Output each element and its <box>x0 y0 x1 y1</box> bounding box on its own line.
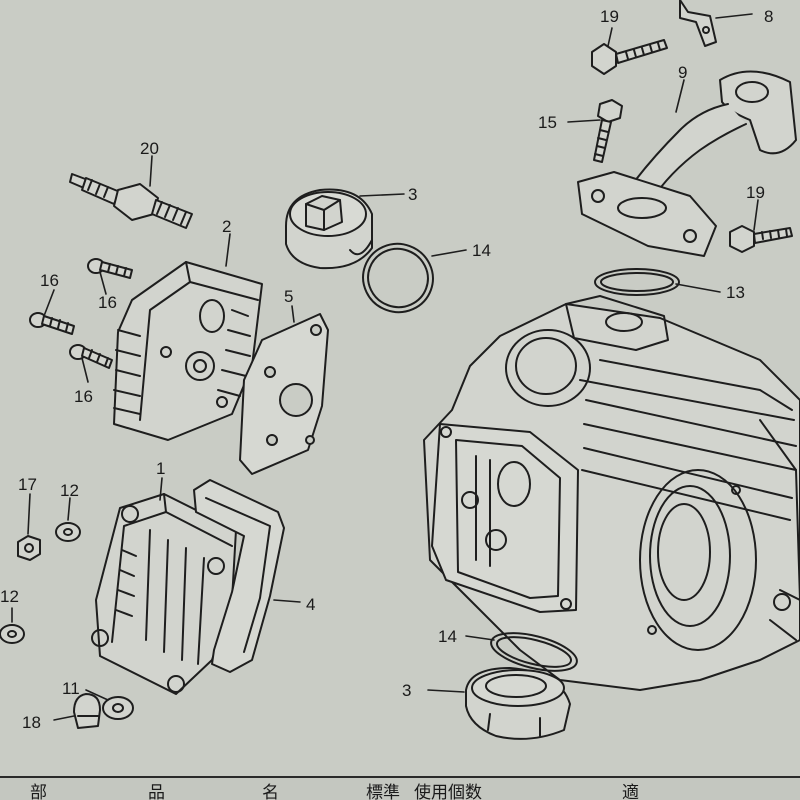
flange-bolt <box>591 39 668 75</box>
head-gasket <box>193 479 285 673</box>
part-number-label: 16 <box>40 271 59 290</box>
engine-block <box>423 295 800 691</box>
bolt <box>29 312 75 335</box>
o-ring <box>362 242 434 314</box>
part-number-label: 3 <box>408 185 417 204</box>
part-number-label: 11 <box>62 679 80 698</box>
part-number-label: 14 <box>438 627 457 646</box>
intake-pipe <box>577 70 797 257</box>
column-header: 部 <box>30 783 47 800</box>
bolt <box>69 344 113 369</box>
spark-plug <box>69 173 193 229</box>
part-labels: 19 8 9 15 20 3 19 2 14 13 16 16 5 16 17 … <box>0 7 773 732</box>
part-number-label: 19 <box>600 7 619 26</box>
part-number-label: 13 <box>726 283 745 302</box>
part-number-label: 14 <box>472 241 491 260</box>
o-ring <box>490 632 578 672</box>
o-ring <box>594 268 680 296</box>
nut <box>17 535 41 561</box>
flange-bolt <box>729 225 793 253</box>
part-number-label: 17 <box>18 475 37 494</box>
part-number-label: 1 <box>156 459 165 478</box>
side-cover <box>113 261 263 441</box>
leader-lines <box>11 13 759 721</box>
part-number-label: 20 <box>140 139 159 158</box>
part-number-label: 12 <box>0 587 19 606</box>
gasket <box>239 313 329 475</box>
part-number-label: 5 <box>284 287 293 306</box>
part-number-label: 18 <box>22 713 41 732</box>
drain-plug <box>465 667 571 740</box>
part-number-label: 15 <box>538 113 557 132</box>
washer <box>0 624 25 644</box>
part-number-label: 16 <box>98 293 117 312</box>
part-number-label: 2 <box>222 217 231 236</box>
column-header: 使用個数 <box>414 783 482 800</box>
column-header: 標準 <box>366 783 400 800</box>
bolt <box>593 99 623 163</box>
part-number-label: 8 <box>764 7 773 26</box>
part-number-label: 9 <box>678 63 687 82</box>
part-number-label: 4 <box>306 595 315 614</box>
part-number-label: 12 <box>60 481 79 500</box>
cap-nut <box>73 693 101 729</box>
part-number-label: 16 <box>74 387 93 406</box>
bracket <box>679 0 717 47</box>
column-header: 適 <box>622 783 639 800</box>
column-header: 名 <box>262 783 279 800</box>
column-header: 品 <box>148 783 165 800</box>
parts-table-header: 部 品 名 標準 使用個数 適 <box>0 776 800 800</box>
filler-cap <box>285 188 373 270</box>
bolt <box>87 258 133 279</box>
washer <box>102 696 134 720</box>
washer <box>55 522 81 542</box>
part-number-label: 19 <box>746 183 765 202</box>
part-number-label: 3 <box>402 681 411 700</box>
cylinder-head <box>91 493 237 695</box>
